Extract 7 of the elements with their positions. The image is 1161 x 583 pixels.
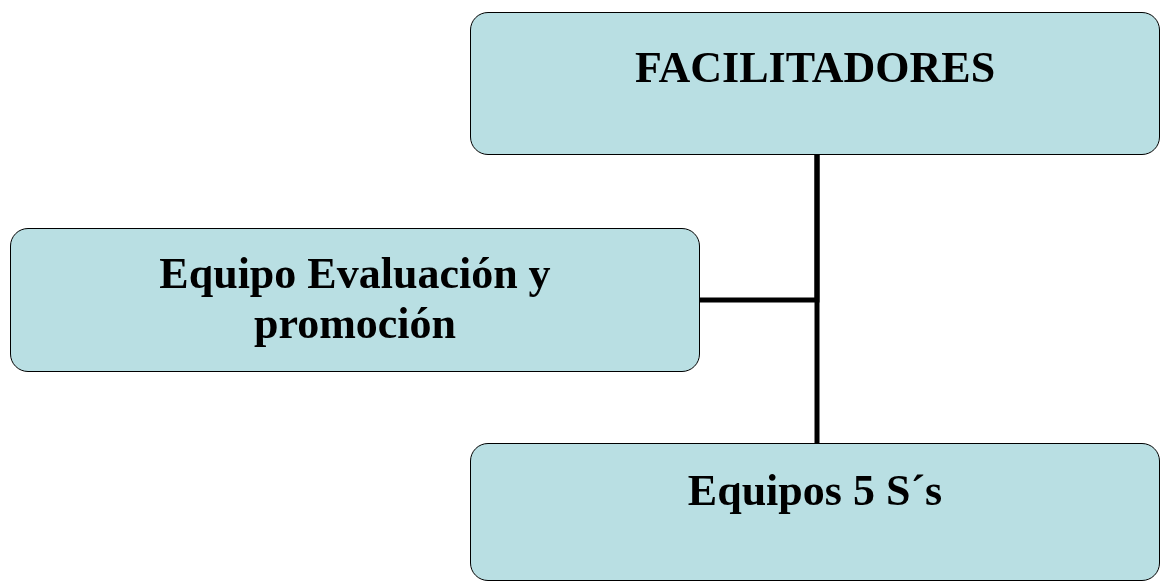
connector-line — [700, 155, 820, 303]
process-box — [470, 12, 1160, 155]
process-box — [10, 228, 700, 372]
box-label: FACILITADORES — [634, 43, 996, 93]
process-box — [470, 443, 1160, 581]
box-label: Equipo Evaluación y promoción — [158, 249, 552, 349]
box-label: Equipos 5 S´s — [687, 466, 943, 516]
